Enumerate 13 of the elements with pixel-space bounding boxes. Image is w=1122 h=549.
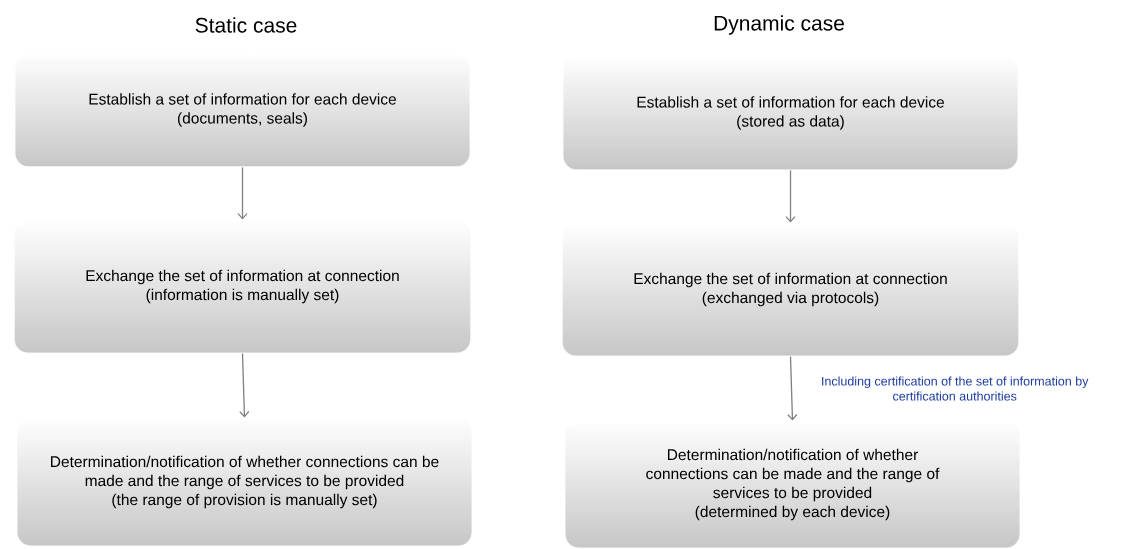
edge-label: Including certification of the set of information by certification authorities	[822, 376, 1089, 401]
process-box: Establish a set of information for each device (documents, seals)	[14, 52, 471, 168]
arrow	[239, 352, 250, 418]
process-box: Exchange the set of information at connection (information is manually set)	[13, 219, 472, 354]
process-box: Establish a set of information for each device (stored as data)	[562, 55, 1019, 171]
process-box: Determination/notification of whether connections can be made and the range of services to be provided (determined by each device)	[564, 420, 1021, 549]
arrow	[787, 355, 798, 421]
process-box: Determination/notification of whether connections can be made and the range of services to be provided (the range of provision is manually set)	[16, 417, 473, 547]
arrow	[785, 169, 796, 223]
column-heading: Dynamic case	[714, 15, 844, 35]
arrow	[237, 166, 248, 220]
column-heading: Static case	[195, 17, 297, 33]
process-box: Exchange the set of information at connection (exchanged via protocols)	[561, 222, 1020, 357]
